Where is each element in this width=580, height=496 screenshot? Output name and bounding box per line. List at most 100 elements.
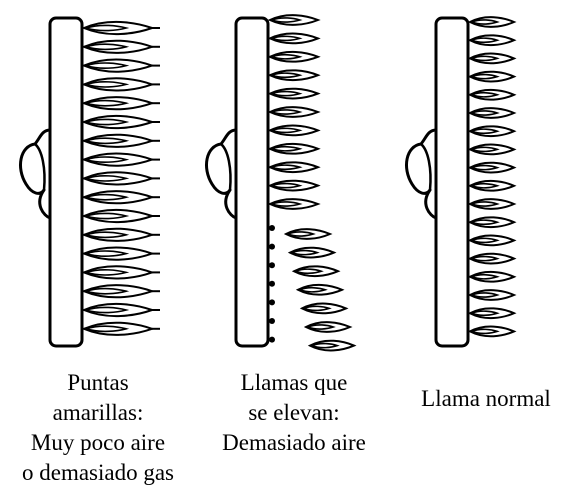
attached-flame-inner-cone (269, 127, 303, 134)
lifted-flame (303, 321, 353, 333)
burner-pipe (48, 16, 84, 348)
burner-port (269, 262, 275, 269)
burner-pipe (434, 16, 470, 348)
caption-line: Muy poco aire (30, 430, 166, 455)
attached-flame-inner-cone (269, 17, 303, 23)
caption-line: o demasiado gas (21, 460, 174, 485)
attached-flame-inner-cone (269, 90, 303, 97)
yellow-tip-flame-inner-cone (83, 118, 130, 126)
normal-flame (467, 216, 517, 228)
burner-pipe (234, 16, 270, 348)
caption-line: amarillas: (52, 400, 144, 425)
attached-flame-inner-cone (269, 72, 303, 79)
gas-inlet-loop (34, 143, 46, 191)
gas-inlet-loop (420, 143, 432, 191)
yellow-tips-burner (19, 16, 160, 348)
attached-flame (267, 143, 321, 155)
caption-line: Llama normal (421, 386, 551, 411)
yellow-tip-flame (81, 302, 156, 318)
normal-flame-inner-cone (469, 292, 500, 298)
yellow-tip-flame-inner-cone (83, 81, 130, 88)
normal-flame-inner-cone (469, 110, 500, 116)
lifted-flame-inner-cone (293, 268, 324, 275)
yellow-tip-flame-inner-cone (83, 24, 130, 32)
yellow-tip-flame (81, 133, 156, 148)
normal-flame-inner-cone (469, 91, 500, 98)
attached-flame-inner-cone (269, 182, 303, 189)
gas-inlet (405, 128, 437, 220)
normal-flame (467, 234, 517, 247)
caption-line: Puntas (67, 370, 129, 395)
caption-yellow-tips: Puntas amarillas: Muy poco aire o demasi… (0, 368, 196, 488)
lifted-flame-inner-cone (289, 249, 320, 256)
normal-flame (467, 125, 517, 137)
normal-flame-burner (405, 16, 517, 348)
lifted-flame (299, 302, 349, 315)
attached-flame (267, 198, 321, 210)
normal-flame-inner-cone (469, 182, 500, 189)
yellow-tip-flame-inner-cone (83, 250, 130, 257)
burner-port (269, 318, 275, 324)
attached-flame-inner-cone (269, 201, 303, 207)
lifted-flame-inner-cone (309, 342, 340, 349)
burner-port (269, 336, 275, 343)
normal-flame-inner-cone (469, 237, 500, 244)
normal-flame-inner-cone (469, 164, 500, 171)
normal-flame-inner-cone (469, 273, 500, 280)
normal-flame-inner-cone (469, 73, 500, 80)
yellow-tip-flame-inner-cone (83, 43, 130, 51)
yellow-tip-flame (81, 190, 156, 205)
yellow-tip-flame (81, 58, 156, 73)
burner-port (269, 280, 275, 287)
yellow-tip-flame (81, 114, 156, 130)
yellow-tip-flame (81, 96, 156, 111)
attached-flame-inner-cone (269, 145, 303, 152)
normal-flame (467, 107, 517, 119)
attached-flame-inner-cone (269, 109, 303, 115)
yellow-tip-flame (81, 171, 156, 186)
attached-flame (267, 69, 321, 81)
normal-flame (467, 34, 517, 46)
yellow-tip-flame-inner-cone (83, 212, 130, 220)
yellow-tip-flame-inner-cone (83, 269, 130, 276)
yellow-tip-flame (81, 152, 156, 167)
yellow-tip-flame (81, 246, 156, 261)
lifting-flames-burner (205, 14, 357, 352)
lifted-flame-inner-cone (285, 231, 316, 237)
yellow-tip-flame-inner-cone (83, 193, 130, 201)
yellow-tip-flame-inner-cone (83, 231, 130, 239)
yellow-tip-flame (81, 77, 156, 92)
normal-flame-inner-cone (469, 55, 500, 62)
normal-flame-inner-cone (469, 255, 500, 262)
yellow-tip-flame-inner-cone (83, 156, 130, 163)
gas-inlet-loop (220, 143, 232, 191)
lifted-flame-inner-cone (305, 324, 336, 330)
attached-flame (267, 106, 321, 118)
yellow-tip-flame-inner-cone (83, 175, 130, 182)
normal-flame (467, 70, 517, 83)
yellow-tip-flame-inner-cone (83, 325, 130, 333)
yellow-tip-flame (81, 321, 156, 336)
gas-inlet (19, 128, 51, 220)
lifted-flame (287, 246, 337, 259)
normal-flame-inner-cone (469, 37, 500, 44)
yellow-tip-flame (81, 20, 156, 36)
yellow-tip-flame-inner-cone (83, 306, 130, 314)
normal-flame (467, 198, 517, 210)
attached-flame-inner-cone (269, 164, 303, 171)
normal-flame (467, 252, 517, 265)
normal-flame-inner-cone (469, 146, 500, 153)
caption-line: Demasiado aire (222, 430, 366, 455)
burner-port (269, 243, 275, 250)
yellow-tip-flame (81, 39, 156, 54)
yellow-tip-flame-inner-cone (83, 62, 130, 69)
normal-flame (467, 325, 517, 338)
attached-flame (267, 32, 321, 45)
normal-flame (467, 89, 517, 101)
yellow-tip-flame (81, 284, 156, 299)
attached-flame-inner-cone (269, 53, 303, 60)
caption-line: Llamas que (240, 370, 348, 395)
yellow-tip-flame (81, 227, 156, 242)
yellow-tip-flame (81, 265, 156, 280)
